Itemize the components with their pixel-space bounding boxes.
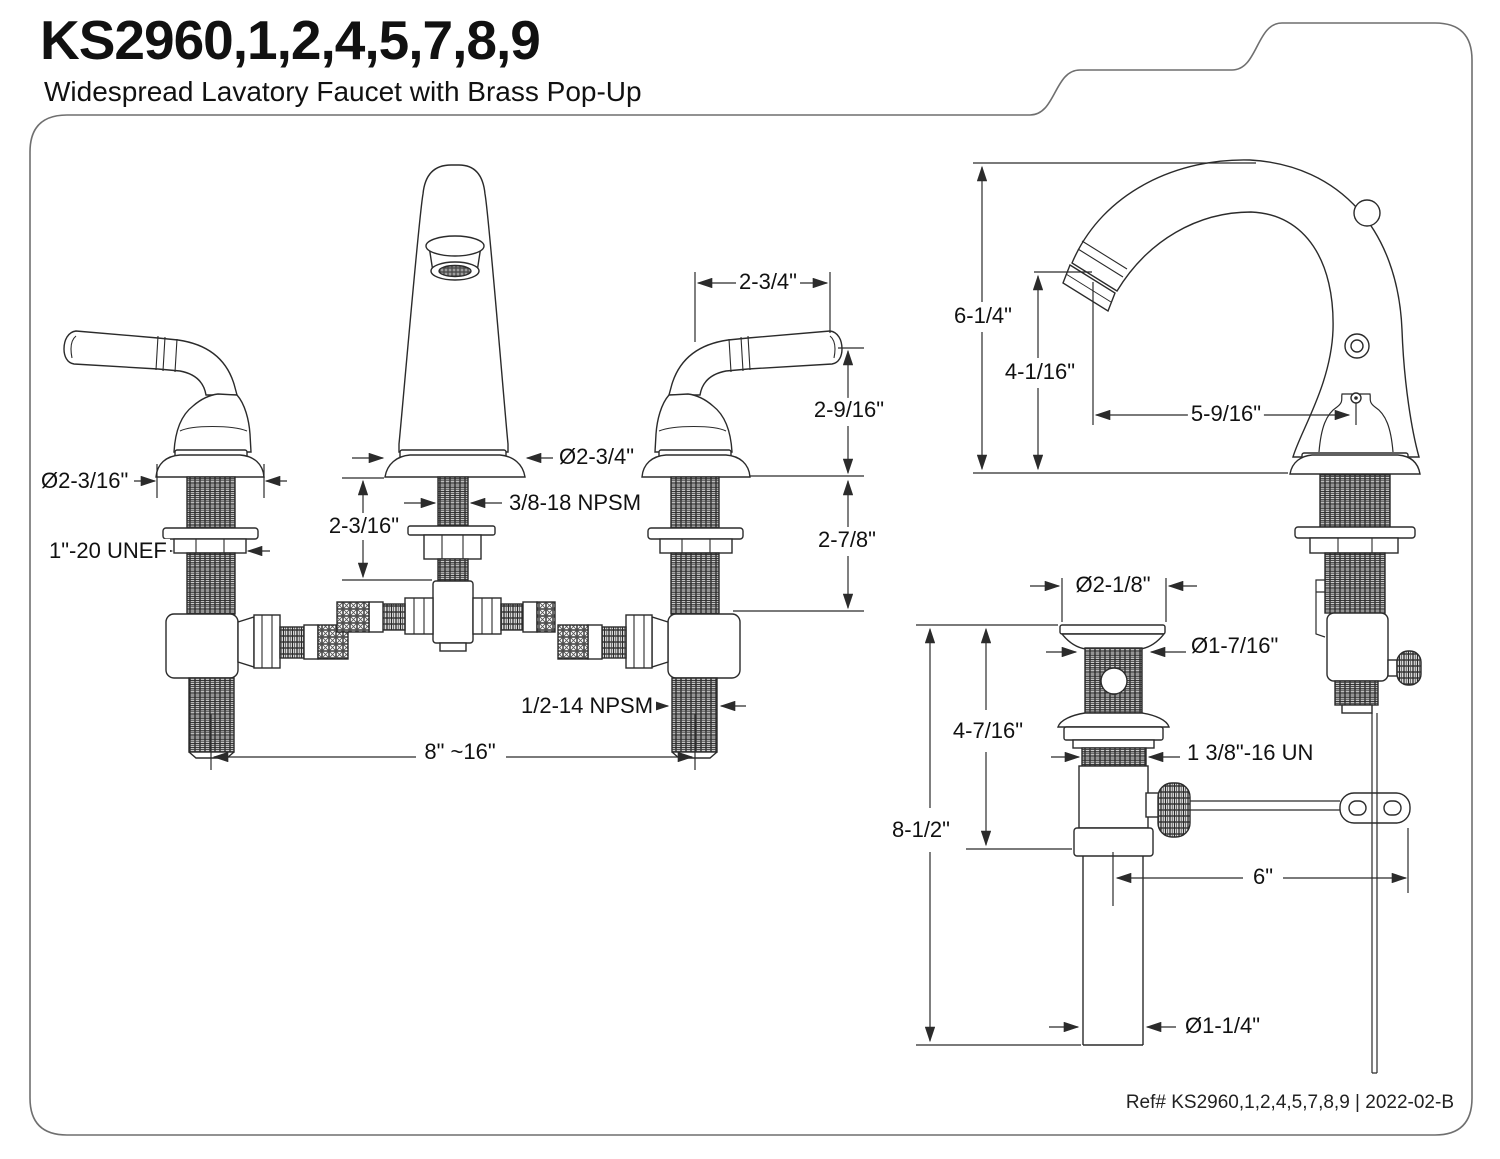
spray-hole-ring (1344, 333, 1370, 359)
spout-front (384, 164, 526, 582)
dim-spout-reach: 5-9/16" (1187, 401, 1265, 427)
left-handle-assembly (63, 330, 349, 759)
tee-connector (336, 580, 556, 652)
valve-body (165, 613, 239, 679)
braided-supply-hose (317, 624, 349, 660)
drain-mid-flare (1057, 712, 1170, 728)
dim-shank-thread: 1"-20 UNEF (46, 538, 170, 564)
tee-right-hose (536, 601, 556, 633)
drain-tailpiece (1082, 856, 1144, 1046)
dim-supply-outlet-thread: 1/2-14 NPSM (518, 693, 657, 719)
drain-lower-band (1073, 827, 1154, 857)
compression-nut (253, 614, 281, 669)
deck-washer (162, 527, 259, 540)
dim-overall-length: 8-1/2" (889, 817, 953, 843)
dim-shank-length: 2-7/8" (815, 527, 879, 553)
dim-spout-shank-length: 2-3/16" (325, 513, 403, 539)
dim-overall-height: 6-1/4" (951, 303, 1015, 329)
mounting-bracket (1315, 579, 1326, 638)
dim-spread: 8" ~16" (421, 739, 499, 765)
spout-shank-threads (437, 476, 469, 527)
spout-escutcheon (384, 454, 526, 478)
handle-lever (63, 330, 238, 396)
hose-ferrule (279, 626, 305, 659)
spout-cone (398, 164, 509, 453)
dim-spout-shank-thread: 3/8-18 NPSM (506, 490, 645, 516)
spout-washer (407, 525, 496, 536)
upper-shank-threads (186, 476, 236, 529)
front-dimensions (134, 272, 864, 770)
hose-nut-knob (1396, 650, 1422, 686)
side-deck-washer (1294, 526, 1416, 539)
ball-rod-nut (1157, 782, 1191, 838)
drain-flange (1059, 624, 1166, 635)
dim-body-thread: 1 3/8"-16 UN (1184, 740, 1317, 766)
dim-spout-base-diameter: Ø2-3/4" (556, 444, 638, 470)
drain-body-threads (1081, 747, 1147, 767)
side-dimensions (973, 162, 1357, 474)
page-title: KS2960,1,2,4,5,7,8,9 (40, 9, 541, 71)
aerator-screen (438, 264, 472, 278)
handle-bonnet (173, 393, 252, 453)
lift-rod-ball (1353, 199, 1381, 227)
lift-rod-lower (1371, 713, 1378, 1074)
side-shank-threads (1319, 474, 1391, 528)
below-deck-assembly (1190, 474, 1422, 1074)
side-escutcheon (1289, 454, 1421, 475)
dim-spout-height: 4-1/16" (1001, 359, 1079, 385)
locknut (173, 538, 247, 554)
side-locknut (1309, 537, 1399, 554)
side-valve-body (1326, 612, 1389, 682)
dim-handle-height: 2-9/16" (810, 397, 888, 423)
spout-outlet-collar (425, 235, 485, 257)
handle-escutcheon (155, 454, 265, 478)
drain-view (916, 578, 1409, 1046)
spout-locknut (423, 534, 482, 560)
dim-top-diameter: Ø1-7/16" (1188, 633, 1282, 659)
popup-ball-rod (1190, 800, 1340, 811)
dim-handle-width: 2-3/4" (736, 269, 800, 295)
overflow-hole (1100, 667, 1128, 695)
dim-upper-length: 4-7/16" (949, 718, 1027, 744)
drain-body (1078, 765, 1149, 829)
tee-left-hose (336, 601, 370, 633)
drain-dimensions (916, 578, 1409, 1046)
page-subtitle: Widespread Lavatory Faucet with Brass Po… (44, 76, 642, 107)
dim-flange-diameter: Ø2-1/8" (1072, 572, 1154, 598)
front-view (63, 164, 864, 770)
dim-tailpiece-diameter: Ø1-1/4" (1182, 1013, 1264, 1039)
hose-collar (303, 624, 319, 660)
side-view (973, 159, 1422, 1074)
gooseneck-spout (1071, 159, 1420, 458)
footer-ref: Ref# KS2960,1,2,4,5,7,8,9 | 2022-02-B (1125, 1092, 1454, 1113)
rod-clevis (1339, 792, 1411, 824)
lower-shank-threads (186, 552, 236, 615)
tee-body (432, 580, 474, 644)
dim-handle-base-diameter: Ø2-3/16" (38, 468, 132, 494)
dim-rod-length: 6" (1249, 864, 1277, 890)
sheet-border (29, 22, 1473, 1136)
